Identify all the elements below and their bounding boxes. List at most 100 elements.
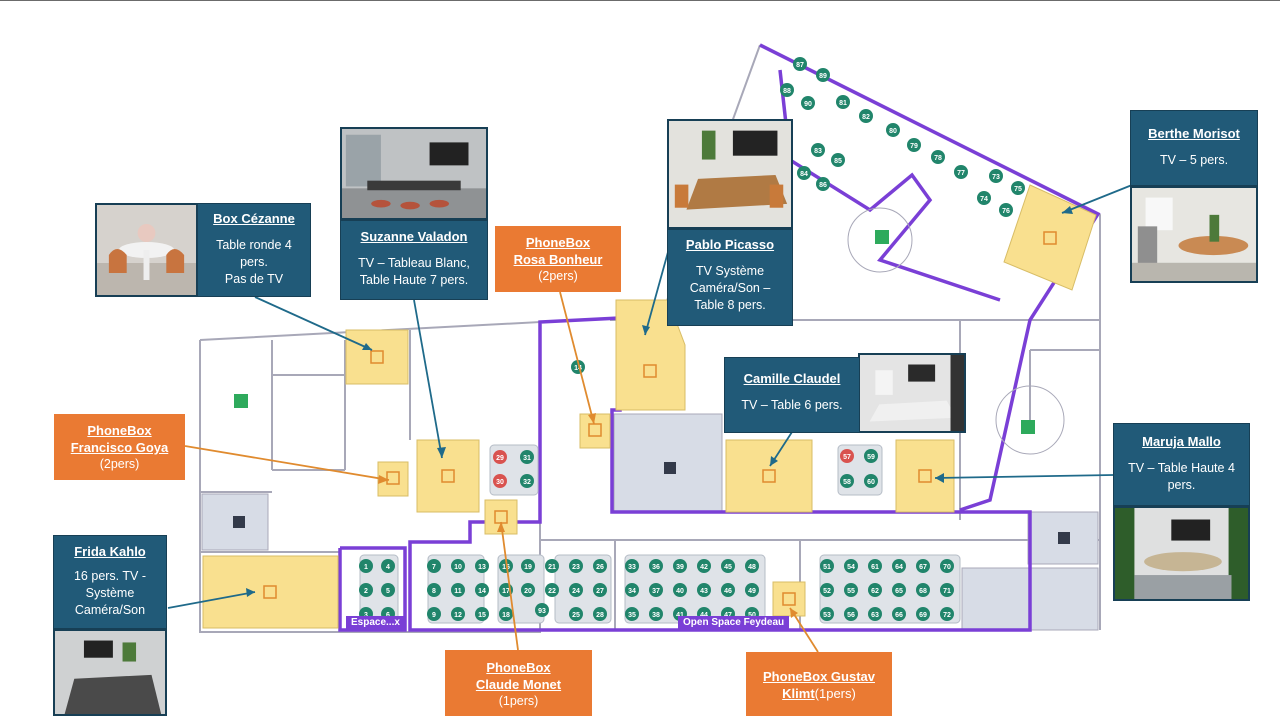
phonebox-card-goya[interactable]: PhoneBox Francisco Goya (2pers) (54, 414, 185, 480)
desk-seat-24[interactable] (569, 583, 583, 597)
room-card-picasso[interactable]: Pablo Picasso TV Système Caméra/Son – Ta… (667, 229, 793, 326)
desk-seat-19[interactable] (521, 559, 535, 573)
desk-seat-28[interactable] (593, 607, 607, 621)
room-card-cezanne[interactable]: Box Cézanne Table ronde 4 pers. Pas de T… (197, 203, 311, 297)
desk-seat-59[interactable] (864, 449, 878, 463)
desk-seat-46[interactable] (721, 583, 735, 597)
desk-seat-54[interactable] (844, 559, 858, 573)
desk-seat-68[interactable] (916, 583, 930, 597)
desk-seat-2[interactable] (359, 583, 373, 597)
desk-seat-87[interactable] (793, 57, 807, 71)
desk-seat-64[interactable] (892, 559, 906, 573)
desk-seat-32[interactable] (520, 474, 534, 488)
desk-seat-70[interactable] (940, 559, 954, 573)
desk-seat-4[interactable] (381, 559, 395, 573)
room-card-morisot[interactable]: Berthe Morisot TV – 5 pers. (1130, 110, 1258, 186)
desk-seat-12[interactable] (451, 607, 465, 621)
desk-seat-18[interactable] (499, 607, 513, 621)
desk-seat-66[interactable] (892, 607, 906, 621)
desk-seat-36[interactable] (649, 559, 663, 573)
desk-seat-77[interactable] (954, 165, 968, 179)
desk-seat-38[interactable] (649, 607, 663, 621)
desk-seat-10[interactable] (451, 559, 465, 573)
desk-seat-73[interactable] (989, 169, 1003, 183)
desk-seat-22[interactable] (545, 583, 559, 597)
phonebox-card-monet[interactable]: PhoneBox Claude Monet (1pers) (445, 650, 592, 716)
room-card-valadon[interactable]: Suzanne Valadon TV – Tableau Blanc, Tabl… (340, 220, 488, 300)
desk-seat-49[interactable] (745, 583, 759, 597)
desk-seat-26[interactable] (593, 559, 607, 573)
phonebox-desc-bonheur: (2pers) (538, 269, 578, 283)
desk-seat-55[interactable] (844, 583, 858, 597)
desk-seat-63[interactable] (868, 607, 882, 621)
desk-seat-30[interactable] (493, 474, 507, 488)
desk-seat-53[interactable] (820, 607, 834, 621)
photo-mallo (1113, 506, 1250, 601)
desk-seat-42[interactable] (697, 559, 711, 573)
desk-seat-60[interactable] (864, 474, 878, 488)
desk-seat-51[interactable] (820, 559, 834, 573)
desk-seat-29[interactable] (493, 450, 507, 464)
desk-seat-58[interactable] (840, 474, 854, 488)
desk-seat-34[interactable] (625, 583, 639, 597)
desk-seat-20[interactable] (521, 583, 535, 597)
desk-seat-76[interactable] (999, 203, 1013, 217)
desk-seat-14[interactable] (571, 360, 585, 374)
desk-seat-65[interactable] (892, 583, 906, 597)
desk-seat-7[interactable] (427, 559, 441, 573)
desk-seat-56[interactable] (844, 607, 858, 621)
desk-seat-5[interactable] (381, 583, 395, 597)
desk-seat-93[interactable] (535, 603, 549, 617)
phonebox-card-klimt[interactable]: PhoneBox Gustav Klimt(1pers) (746, 652, 892, 716)
desk-seat-79[interactable] (907, 138, 921, 152)
desk-seat-48[interactable] (745, 559, 759, 573)
desk-seat-82[interactable] (859, 109, 873, 123)
room-card-claudel[interactable]: Camille Claudel TV – Table 6 pers. (724, 357, 860, 433)
desk-seat-23[interactable] (569, 559, 583, 573)
desk-seat-88[interactable] (780, 83, 794, 97)
desk-seat-label: 38 (652, 612, 660, 619)
desk-seat-39[interactable] (673, 559, 687, 573)
desk-seat-14[interactable] (475, 583, 489, 597)
desk-seat-40[interactable] (673, 583, 687, 597)
desk-seat-1[interactable] (359, 559, 373, 573)
desk-seat-27[interactable] (593, 583, 607, 597)
desk-seat-35[interactable] (625, 607, 639, 621)
desk-seat-9[interactable] (427, 607, 441, 621)
desk-seat-61[interactable] (868, 559, 882, 573)
desk-seat-84[interactable] (797, 166, 811, 180)
desk-seat-74[interactable] (977, 191, 991, 205)
desk-seat-52[interactable] (820, 583, 834, 597)
desk-seat-78[interactable] (931, 150, 945, 164)
desk-seat-57[interactable] (840, 449, 854, 463)
desk-seat-75[interactable] (1011, 181, 1025, 195)
desk-seats: 1425367101316811141791215181921232620222… (359, 57, 1025, 621)
desk-seat-81[interactable] (836, 95, 850, 109)
desk-seat-37[interactable] (649, 583, 663, 597)
desk-seat-86[interactable] (816, 177, 830, 191)
desk-seat-43[interactable] (697, 583, 711, 597)
desk-seat-71[interactable] (940, 583, 954, 597)
desk-seat-21[interactable] (545, 559, 559, 573)
desk-seat-45[interactable] (721, 559, 735, 573)
desk-seat-83[interactable] (811, 143, 825, 157)
room-card-mallo[interactable]: Maruja Mallo TV – Table Haute 4 pers. (1113, 423, 1250, 506)
desk-seat-15[interactable] (475, 607, 489, 621)
desk-seat-62[interactable] (868, 583, 882, 597)
desk-seat-25[interactable] (569, 607, 583, 621)
desk-seat-13[interactable] (475, 559, 489, 573)
desk-seat-33[interactable] (625, 559, 639, 573)
desk-seat-label: 65 (895, 588, 903, 595)
desk-seat-8[interactable] (427, 583, 441, 597)
desk-seat-85[interactable] (831, 153, 845, 167)
desk-seat-31[interactable] (520, 450, 534, 464)
desk-seat-90[interactable] (801, 96, 815, 110)
desk-seat-69[interactable] (916, 607, 930, 621)
desk-seat-67[interactable] (916, 559, 930, 573)
desk-seat-72[interactable] (940, 607, 954, 621)
desk-seat-11[interactable] (451, 583, 465, 597)
room-card-kahlo[interactable]: Frida Kahlo 16 pers. TV - Système Caméra… (53, 535, 167, 629)
desk-seat-89[interactable] (816, 68, 830, 82)
phonebox-card-bonheur[interactable]: PhoneBox Rosa Bonheur (2pers) (495, 226, 621, 292)
desk-seat-80[interactable] (886, 123, 900, 137)
